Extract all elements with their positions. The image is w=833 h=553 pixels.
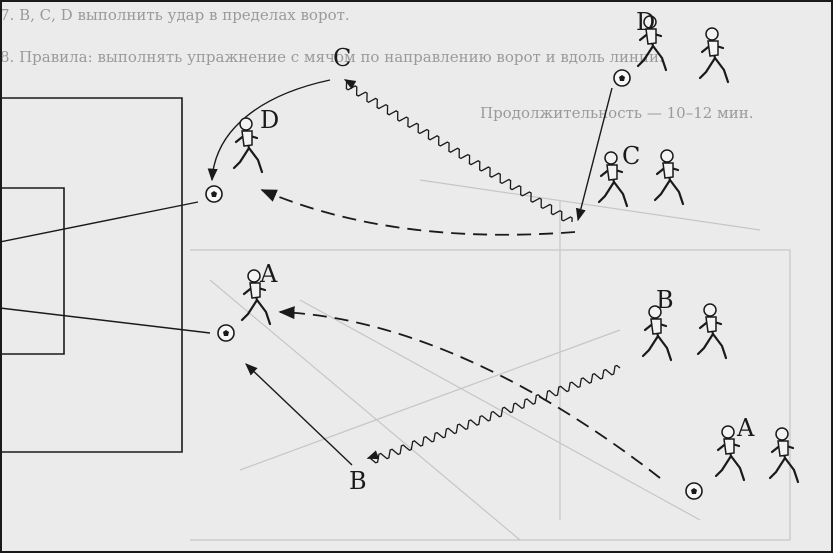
running-player-icon xyxy=(698,26,730,84)
label-C-right: C xyxy=(622,142,640,170)
soccer-ball-icon xyxy=(217,324,235,342)
run-to-A xyxy=(278,306,661,479)
run-to-D xyxy=(260,189,576,236)
label-A-left: A xyxy=(259,260,278,288)
wavy-runs xyxy=(343,79,621,464)
run-C xyxy=(343,79,573,223)
running-player-icon xyxy=(232,116,264,174)
header-text: 7. В, С, D выполнить удар в пределах вор… xyxy=(0,6,753,122)
soccer-ball-icon xyxy=(205,185,223,203)
balls xyxy=(205,69,703,500)
pass-D-to-C xyxy=(575,87,613,222)
position-labels: C D A B D C B A xyxy=(259,8,755,495)
penalty-area xyxy=(0,97,183,453)
pass-C-to-D xyxy=(207,79,331,182)
running-player-icon xyxy=(696,302,728,360)
shot-line-upper xyxy=(0,201,199,243)
header-line-8: 8. Правила: выполнять упражнение с мячом… xyxy=(0,48,664,66)
header-duration: Продолжительность — 10–12 мин. xyxy=(480,104,753,122)
soccer-ball-icon xyxy=(613,69,631,87)
label-B-bottom: B xyxy=(349,467,367,495)
pass-B-to-A xyxy=(245,363,353,466)
dashed-runs xyxy=(260,189,661,479)
label-B-right: B xyxy=(656,286,674,314)
background-texture xyxy=(190,179,791,541)
header-line-7: 7. В, С, D выполнить удар в пределах вор… xyxy=(0,6,350,24)
solid-paths xyxy=(0,79,613,466)
players xyxy=(232,14,800,484)
running-player-icon xyxy=(768,426,800,484)
label-D-top-right: D xyxy=(636,8,655,36)
soccer-ball-icon xyxy=(685,482,703,500)
running-player-icon xyxy=(653,148,685,206)
shot-line-lower xyxy=(0,307,211,334)
label-D-left: D xyxy=(260,106,279,134)
label-C-top: C xyxy=(333,44,351,72)
running-player-icon xyxy=(641,304,673,362)
label-A-right: A xyxy=(736,414,755,442)
run-B xyxy=(366,364,621,464)
